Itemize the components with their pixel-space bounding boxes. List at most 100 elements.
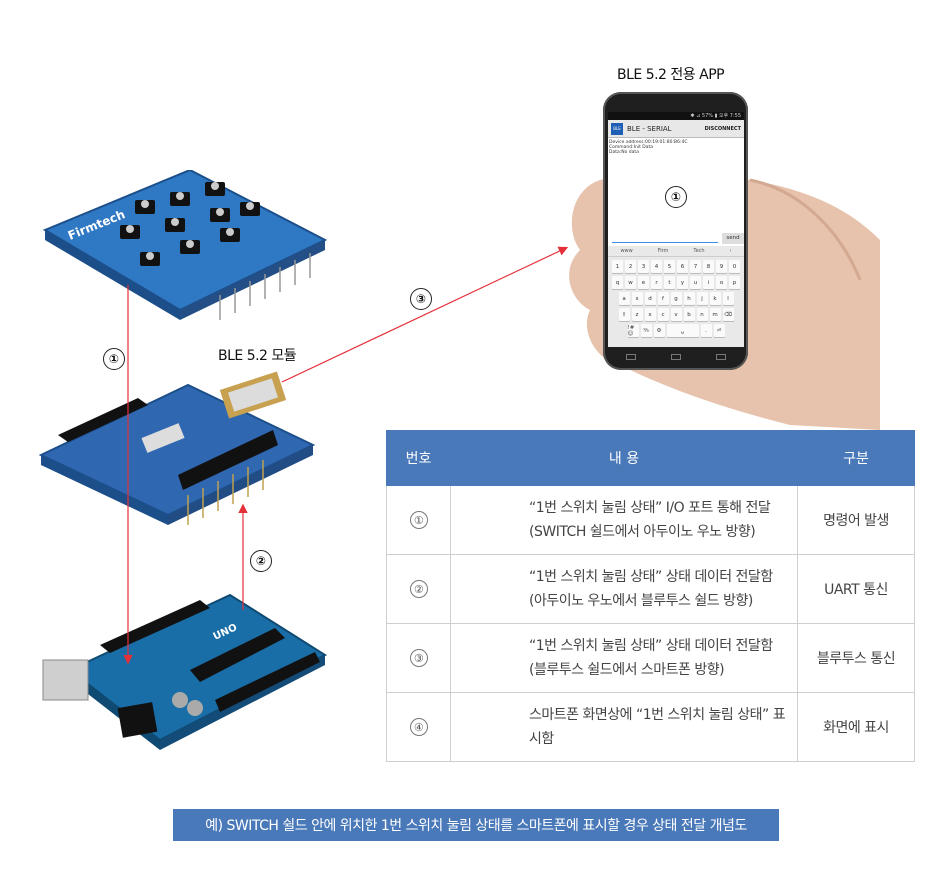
keyboard-key[interactable]: 7 xyxy=(690,260,701,273)
keyboard-key[interactable]: ␣ xyxy=(666,324,699,337)
send-button[interactable]: send xyxy=(722,232,744,244)
row-category: 명령어 발생 xyxy=(797,485,915,555)
keyboard-key[interactable]: l xyxy=(722,292,734,305)
keyboard-key[interactable]: 0 xyxy=(729,260,740,273)
marker-2: ② xyxy=(250,550,272,572)
arrow-3 xyxy=(281,246,569,383)
row-line-2: (블루투스 쉴드에서 스마트폰 방향) xyxy=(529,662,725,678)
keyboard-key[interactable]: k xyxy=(709,292,721,305)
table-row: ① “1번 스위치 눌림 상태” I/O 포트 통해 전달(SWITCH 쉴드에… xyxy=(386,485,915,555)
keyboard-key[interactable]: . xyxy=(700,324,712,337)
keyboard-key[interactable]: s xyxy=(631,292,643,305)
keyboard-key[interactable]: h xyxy=(683,292,695,305)
table-row: ③ “1번 스위치 눌림 상태” 상태 데이터 전달함 (블루투스 쉴드에서 스마… xyxy=(386,623,915,693)
keyboard-key[interactable]: g xyxy=(670,292,682,305)
keyboard-key[interactable]: f xyxy=(657,292,669,305)
keyboard-key[interactable]: m xyxy=(709,308,721,321)
app-bar: BLE BLE - SERIAL DISCONNECT xyxy=(608,120,744,138)
row-line-1: 스마트폰 화면상에 “1번 스위치 눌림 상태” 표시함 xyxy=(529,707,786,747)
suggestion-item[interactable]: www xyxy=(620,248,633,254)
keyboard-key[interactable]: d xyxy=(644,292,656,305)
row-number: ③ xyxy=(409,649,428,667)
keyboard-key[interactable]: t xyxy=(664,276,675,289)
keyboard-key[interactable]: ⚙ xyxy=(653,324,665,337)
header-category: 구분 xyxy=(797,430,915,486)
keyboard-key[interactable]: w xyxy=(625,276,636,289)
row-number: ④ xyxy=(409,718,428,736)
ble-shield xyxy=(38,371,316,525)
keyboard-key[interactable]: u xyxy=(690,276,701,289)
suggestion-bar: www Firm Tech › xyxy=(608,246,744,257)
home-icon[interactable] xyxy=(670,354,681,360)
keyboard-key[interactable]: ⇧ xyxy=(618,308,630,321)
switch-shield: Firmtech xyxy=(42,170,328,320)
back-icon[interactable] xyxy=(625,354,636,360)
keyboard-key[interactable]: !#☺ xyxy=(627,324,639,337)
module-label: BLE 5.2 모듈 xyxy=(218,348,297,364)
row-number: ② xyxy=(409,580,428,598)
keyboard-key[interactable]: q xyxy=(612,276,623,289)
suggestion-item[interactable]: Firm xyxy=(657,248,669,254)
header-number: 번호 xyxy=(386,430,451,486)
row-line-1: “1번 스위치 눌림 상태” 상태 데이터 전달함 xyxy=(529,638,773,654)
keyboard-key[interactable]: e xyxy=(638,276,649,289)
row-category: 블루투스 통신 xyxy=(797,623,915,693)
key-row-5: !#☺⁹⁄₉⚙␣.⏎ xyxy=(608,324,744,337)
row-category: 화면에 표시 xyxy=(797,692,915,762)
keyboard-key[interactable]: 2 xyxy=(625,260,636,273)
keyboard-key[interactable]: 9 xyxy=(716,260,727,273)
keyboard-key[interactable]: ⏎ xyxy=(713,324,725,337)
keyboard-key[interactable]: c xyxy=(657,308,669,321)
keyboard-key[interactable]: 1 xyxy=(612,260,623,273)
phone-status-bar: ✱ ⊿ 57% ▮ 오후 7:55 xyxy=(608,112,744,120)
marker-3: ③ xyxy=(410,288,432,310)
app-label: BLE 5.2 전용 APP xyxy=(617,67,725,83)
disconnect-button[interactable]: DISCONNECT xyxy=(704,125,741,132)
device-info: Device address:00:19:01:80:B6:4C Command… xyxy=(609,140,688,155)
keyboard-key[interactable]: r xyxy=(651,276,662,289)
phone-screen: ✱ ⊿ 57% ▮ 오후 7:55 BLE BLE - SERIAL DISCO… xyxy=(608,112,744,347)
row-line-1: “1번 스위치 눌림 상태” I/O 포트 통해 전달 xyxy=(529,500,771,516)
keyboard-key[interactable]: ⌫ xyxy=(722,308,734,321)
row-line-2: (SWITCH 쉴드에서 아두이노 우노 방향) xyxy=(529,524,756,540)
keyboard-key[interactable]: b xyxy=(683,308,695,321)
keyboard-key[interactable]: j xyxy=(696,292,708,305)
row-line-2: (아두이노 우노에서 블루투스 쉴드 방향) xyxy=(529,593,753,609)
keyboard-key[interactable]: v xyxy=(670,308,682,321)
diagram-caption: 예) SWITCH 쉴드 안에 위치한 1번 스위치 눌림 상태를 스마트폰에 … xyxy=(173,809,779,841)
keyboard-key[interactable]: x xyxy=(644,308,656,321)
keyboard-key[interactable]: a xyxy=(618,292,630,305)
table-row: ④ 스마트폰 화면상에 “1번 스위치 눌림 상태” 표시함 화면에 표시 xyxy=(386,692,915,762)
keyboard-key[interactable]: 6 xyxy=(677,260,688,273)
keyboard-key[interactable]: p xyxy=(729,276,740,289)
suggestion-item[interactable]: Tech xyxy=(693,248,705,254)
app-icon: BLE xyxy=(611,122,623,135)
message-input[interactable] xyxy=(612,234,718,243)
keyboard-key[interactable]: 4 xyxy=(651,260,662,273)
keyboard-key[interactable]: y xyxy=(677,276,688,289)
app-title: BLE - SERIAL xyxy=(627,124,672,133)
recent-apps-icon[interactable] xyxy=(716,354,727,360)
keyboard-key[interactable]: o xyxy=(716,276,727,289)
suggestion-item[interactable]: › xyxy=(729,248,732,254)
marker-4-phone: ① xyxy=(665,186,687,208)
message-input-row: send xyxy=(608,232,744,244)
keyboard-key[interactable]: 5 xyxy=(664,260,675,273)
keyboard-key[interactable]: 3 xyxy=(638,260,649,273)
keyboard-key[interactable]: z xyxy=(631,308,643,321)
keyboard-key[interactable]: ⁹⁄₉ xyxy=(640,324,652,337)
keyboard-key[interactable]: i xyxy=(703,276,714,289)
row-line-1: “1번 스위치 눌림 상태” 상태 데이터 전달함 xyxy=(529,569,773,585)
description-table: 번호 내 용 구분 ① “1번 스위치 눌림 상태” I/O 포트 통해 전달(… xyxy=(386,430,915,762)
keyboard-key[interactable]: n xyxy=(696,308,708,321)
header-content: 내 용 xyxy=(450,430,798,486)
keyboard-key[interactable]: 8 xyxy=(703,260,714,273)
phone-nav-bar xyxy=(608,350,744,364)
marker-1: ① xyxy=(103,348,125,370)
table-header-row: 번호 내 용 구분 xyxy=(386,430,915,486)
